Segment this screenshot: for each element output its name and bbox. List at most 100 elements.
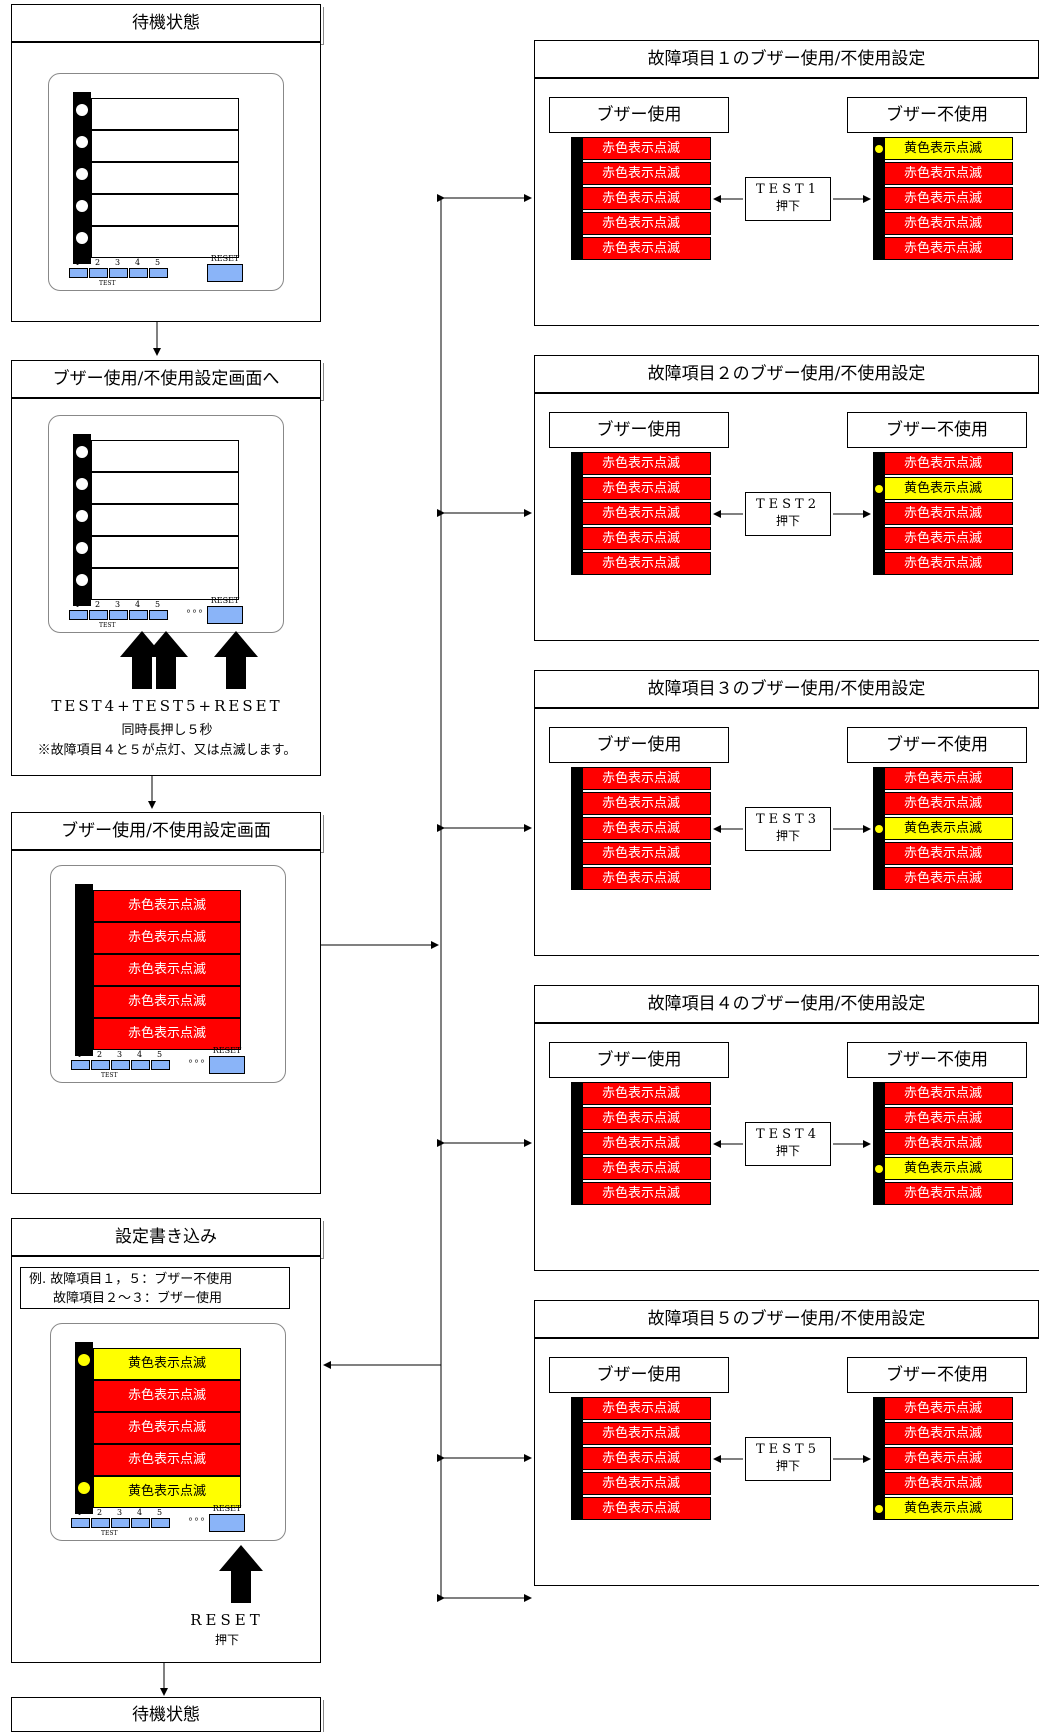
item-title: 故障項目１のブザー使用/不使用設定 [534, 40, 1039, 78]
indicator-dot [76, 104, 88, 116]
test-label: TEST [101, 1530, 118, 1537]
red-strip: 赤色表示点滅 [571, 1422, 711, 1445]
test-button-4[interactable] [129, 610, 148, 620]
reset-button[interactable] [207, 606, 243, 624]
test-button-2[interactable] [89, 610, 108, 620]
yellow-row: 黄色表示点滅 [93, 1348, 241, 1380]
setup-box: 1 2 3 4 5 TEST °°° RESET TEST4+TEST5+RES… [11, 398, 321, 776]
yellow-dot [875, 825, 883, 833]
indicator-dot [76, 478, 88, 490]
test-button-5[interactable] [149, 268, 168, 278]
test-button-1[interactable] [71, 1518, 90, 1528]
red-strip: 赤色表示点滅 [873, 1107, 1013, 1130]
test-num: 3 [116, 1050, 123, 1059]
red-strip: 赤色表示点滅 [873, 1182, 1013, 1205]
red-row: 赤色表示点滅 [93, 1380, 241, 1412]
test-buttons: 1 2 3 4 5 TEST [71, 1050, 191, 1079]
instruction-hold: 同時長押し５秒 [121, 723, 213, 738]
test-num: 4 [134, 258, 141, 267]
red-strip: 赤色表示点滅 [873, 792, 1013, 815]
standby-box: 1 2 3 4 5 TEST RESET [11, 42, 321, 322]
indicator-bar [571, 1397, 583, 1520]
display-row [91, 130, 239, 162]
red-strip: 赤色表示点滅 [571, 237, 711, 260]
reset-button[interactable] [209, 1056, 245, 1074]
arrow-left-icon [713, 1455, 743, 1463]
red-strip: 赤色表示点滅 [873, 162, 1013, 185]
test-num: 4 [136, 1050, 143, 1059]
indicator-bar [873, 1397, 885, 1520]
red-strip: 赤色表示点滅 [873, 1447, 1013, 1470]
yellow-dot [78, 1482, 90, 1494]
indicator-bar [873, 767, 885, 890]
yellow-dot [78, 1354, 90, 1366]
device-panel: 1 2 3 4 5 TEST RESET [48, 73, 284, 291]
test-button-2[interactable] [91, 1060, 110, 1070]
test-button-5[interactable] [149, 610, 168, 620]
test-num: 3 [114, 258, 121, 267]
item-title: 故障項目３のブザー使用/不使用設定 [534, 670, 1039, 708]
test-button-3[interactable] [111, 1060, 130, 1070]
test-num: 2 [96, 1508, 103, 1517]
red-strip: 赤色表示点滅 [873, 1082, 1013, 1105]
test-button-3[interactable] [109, 268, 128, 278]
test-button-4[interactable] [131, 1518, 150, 1528]
indicator-bar [571, 1082, 583, 1205]
test-button-5[interactable] [151, 1060, 170, 1070]
test-num: 2 [94, 600, 101, 609]
red-strip: 赤色表示点滅 [873, 187, 1013, 210]
test-button-3[interactable] [109, 610, 128, 620]
red-strip: 赤色表示点滅 [873, 767, 1013, 790]
display-row [91, 568, 239, 600]
red-strip: 赤色表示点滅 [571, 1082, 711, 1105]
red-strip: 赤色表示点滅 [571, 1447, 711, 1470]
red-strip: 赤色表示点滅 [873, 552, 1013, 575]
example-line1: 例. 故障項目１，５：ブザー不使用 [29, 1272, 233, 1287]
reset-button[interactable] [207, 264, 243, 282]
display-row [91, 536, 239, 568]
red-strip: 赤色表示点滅 [873, 502, 1013, 525]
arrow-left-icon [713, 510, 743, 518]
test-buttons: 1 2 3 4 5 TEST [69, 258, 189, 287]
reset-press-label: RESET [190, 1611, 264, 1629]
test-num: 4 [134, 600, 141, 609]
red-strip: 赤色表示点滅 [571, 162, 711, 185]
item-title: 故障項目５のブザー使用/不使用設定 [534, 1300, 1039, 1338]
test-button-1[interactable] [69, 610, 88, 620]
test-button-5[interactable] [151, 1518, 170, 1528]
buzzer-off-label: ブザー不使用 [847, 727, 1027, 763]
test-num: 1 [74, 258, 81, 267]
red-strip: 赤色表示点滅 [571, 1472, 711, 1495]
test-button-1[interactable] [71, 1060, 90, 1070]
press-arrow-test4-icon [120, 631, 164, 689]
red-strip: 赤色表示点滅 [571, 452, 711, 475]
red-strip: 赤色表示点滅 [873, 1132, 1013, 1155]
buzzer-on-label: ブザー使用 [549, 1357, 729, 1393]
test-num: 4 [136, 1508, 143, 1517]
red-strip: 赤色表示点滅 [873, 1422, 1013, 1445]
test-button-2[interactable] [89, 268, 108, 278]
reset-label: RESET [210, 254, 240, 263]
red-row: 赤色表示点滅 [93, 1412, 241, 1444]
yellow-dot [875, 145, 883, 153]
test-label: TEST [99, 622, 116, 629]
reset-button[interactable] [209, 1514, 245, 1532]
test-button-3[interactable] [111, 1518, 130, 1528]
arrow-right-icon [833, 195, 871, 203]
test-button-4[interactable] [131, 1060, 150, 1070]
arrow-left-icon [713, 825, 743, 833]
test-button-2[interactable] [91, 1518, 110, 1528]
red-strip: 赤色表示点滅 [873, 867, 1013, 890]
device-panel: 赤色表示点滅 赤色表示点滅 赤色表示点滅 赤色表示点滅 赤色表示点滅 1 2 3… [50, 865, 286, 1083]
red-row: 赤色表示点滅 [93, 986, 241, 1018]
yellow-strip: 黄色表示点滅 [873, 1497, 1013, 1520]
title-screen: ブザー使用/不使用設定画面 [11, 812, 321, 850]
red-strip: 赤色表示点滅 [571, 552, 711, 575]
test-button-4[interactable] [129, 268, 148, 278]
reset-label: RESET [212, 1046, 242, 1055]
arrow-right-icon [833, 1455, 871, 1463]
item-box: ブザー使用ブザー不使用赤色表示点滅赤色表示点滅赤色表示点滅赤色表示点滅赤色表示点… [534, 393, 1039, 641]
yellow-dot [875, 1505, 883, 1513]
test-button-1[interactable] [69, 268, 88, 278]
